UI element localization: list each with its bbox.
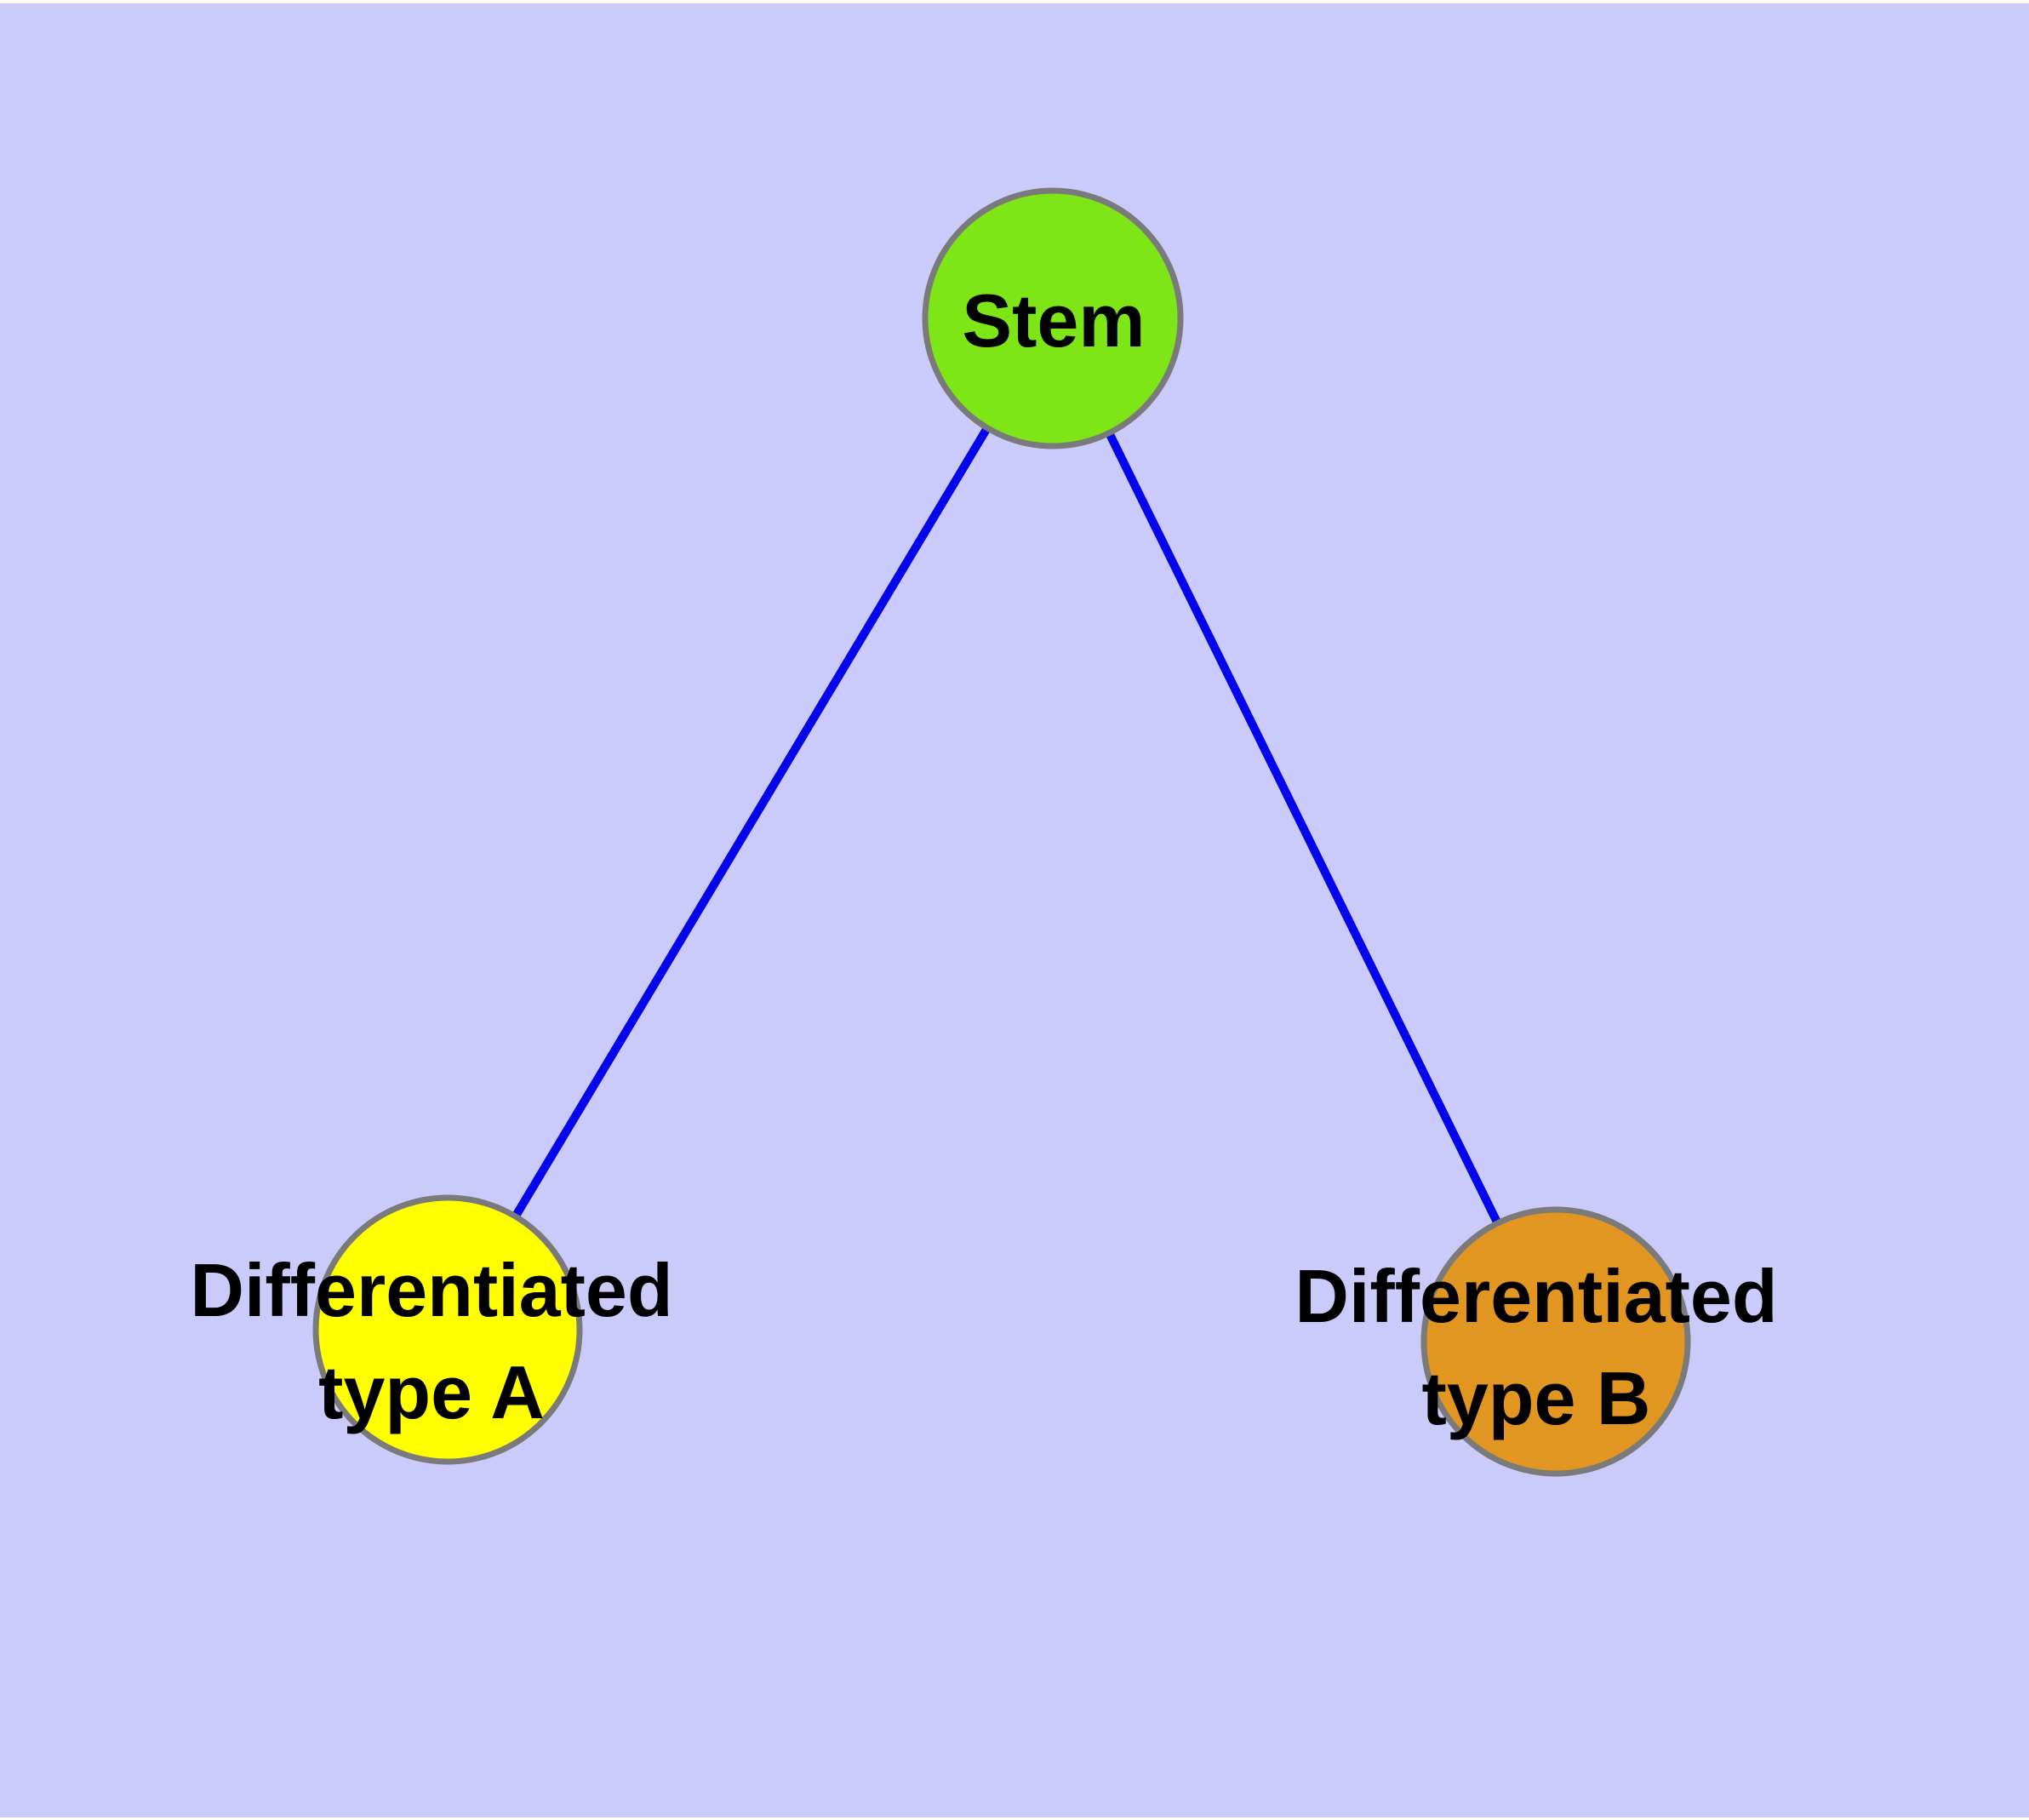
node-type-b-label: Differentiated type B: [1295, 1254, 1778, 1440]
bottom-white-margin: [0, 1817, 2029, 1820]
top-white-margin: [0, 0, 2029, 3]
edge-stem-to-type-a: [443, 316, 1057, 1332]
node-stem-label: Stem: [962, 278, 1146, 363]
edge-stem-to-type-b: [1049, 316, 1560, 1344]
node-type-b-circle: [1420, 1206, 1691, 1477]
node-type-a-label: Differentiated type A: [190, 1248, 673, 1434]
node-type-a-circle: [312, 1194, 583, 1465]
node-stem-circle: [922, 187, 1184, 449]
